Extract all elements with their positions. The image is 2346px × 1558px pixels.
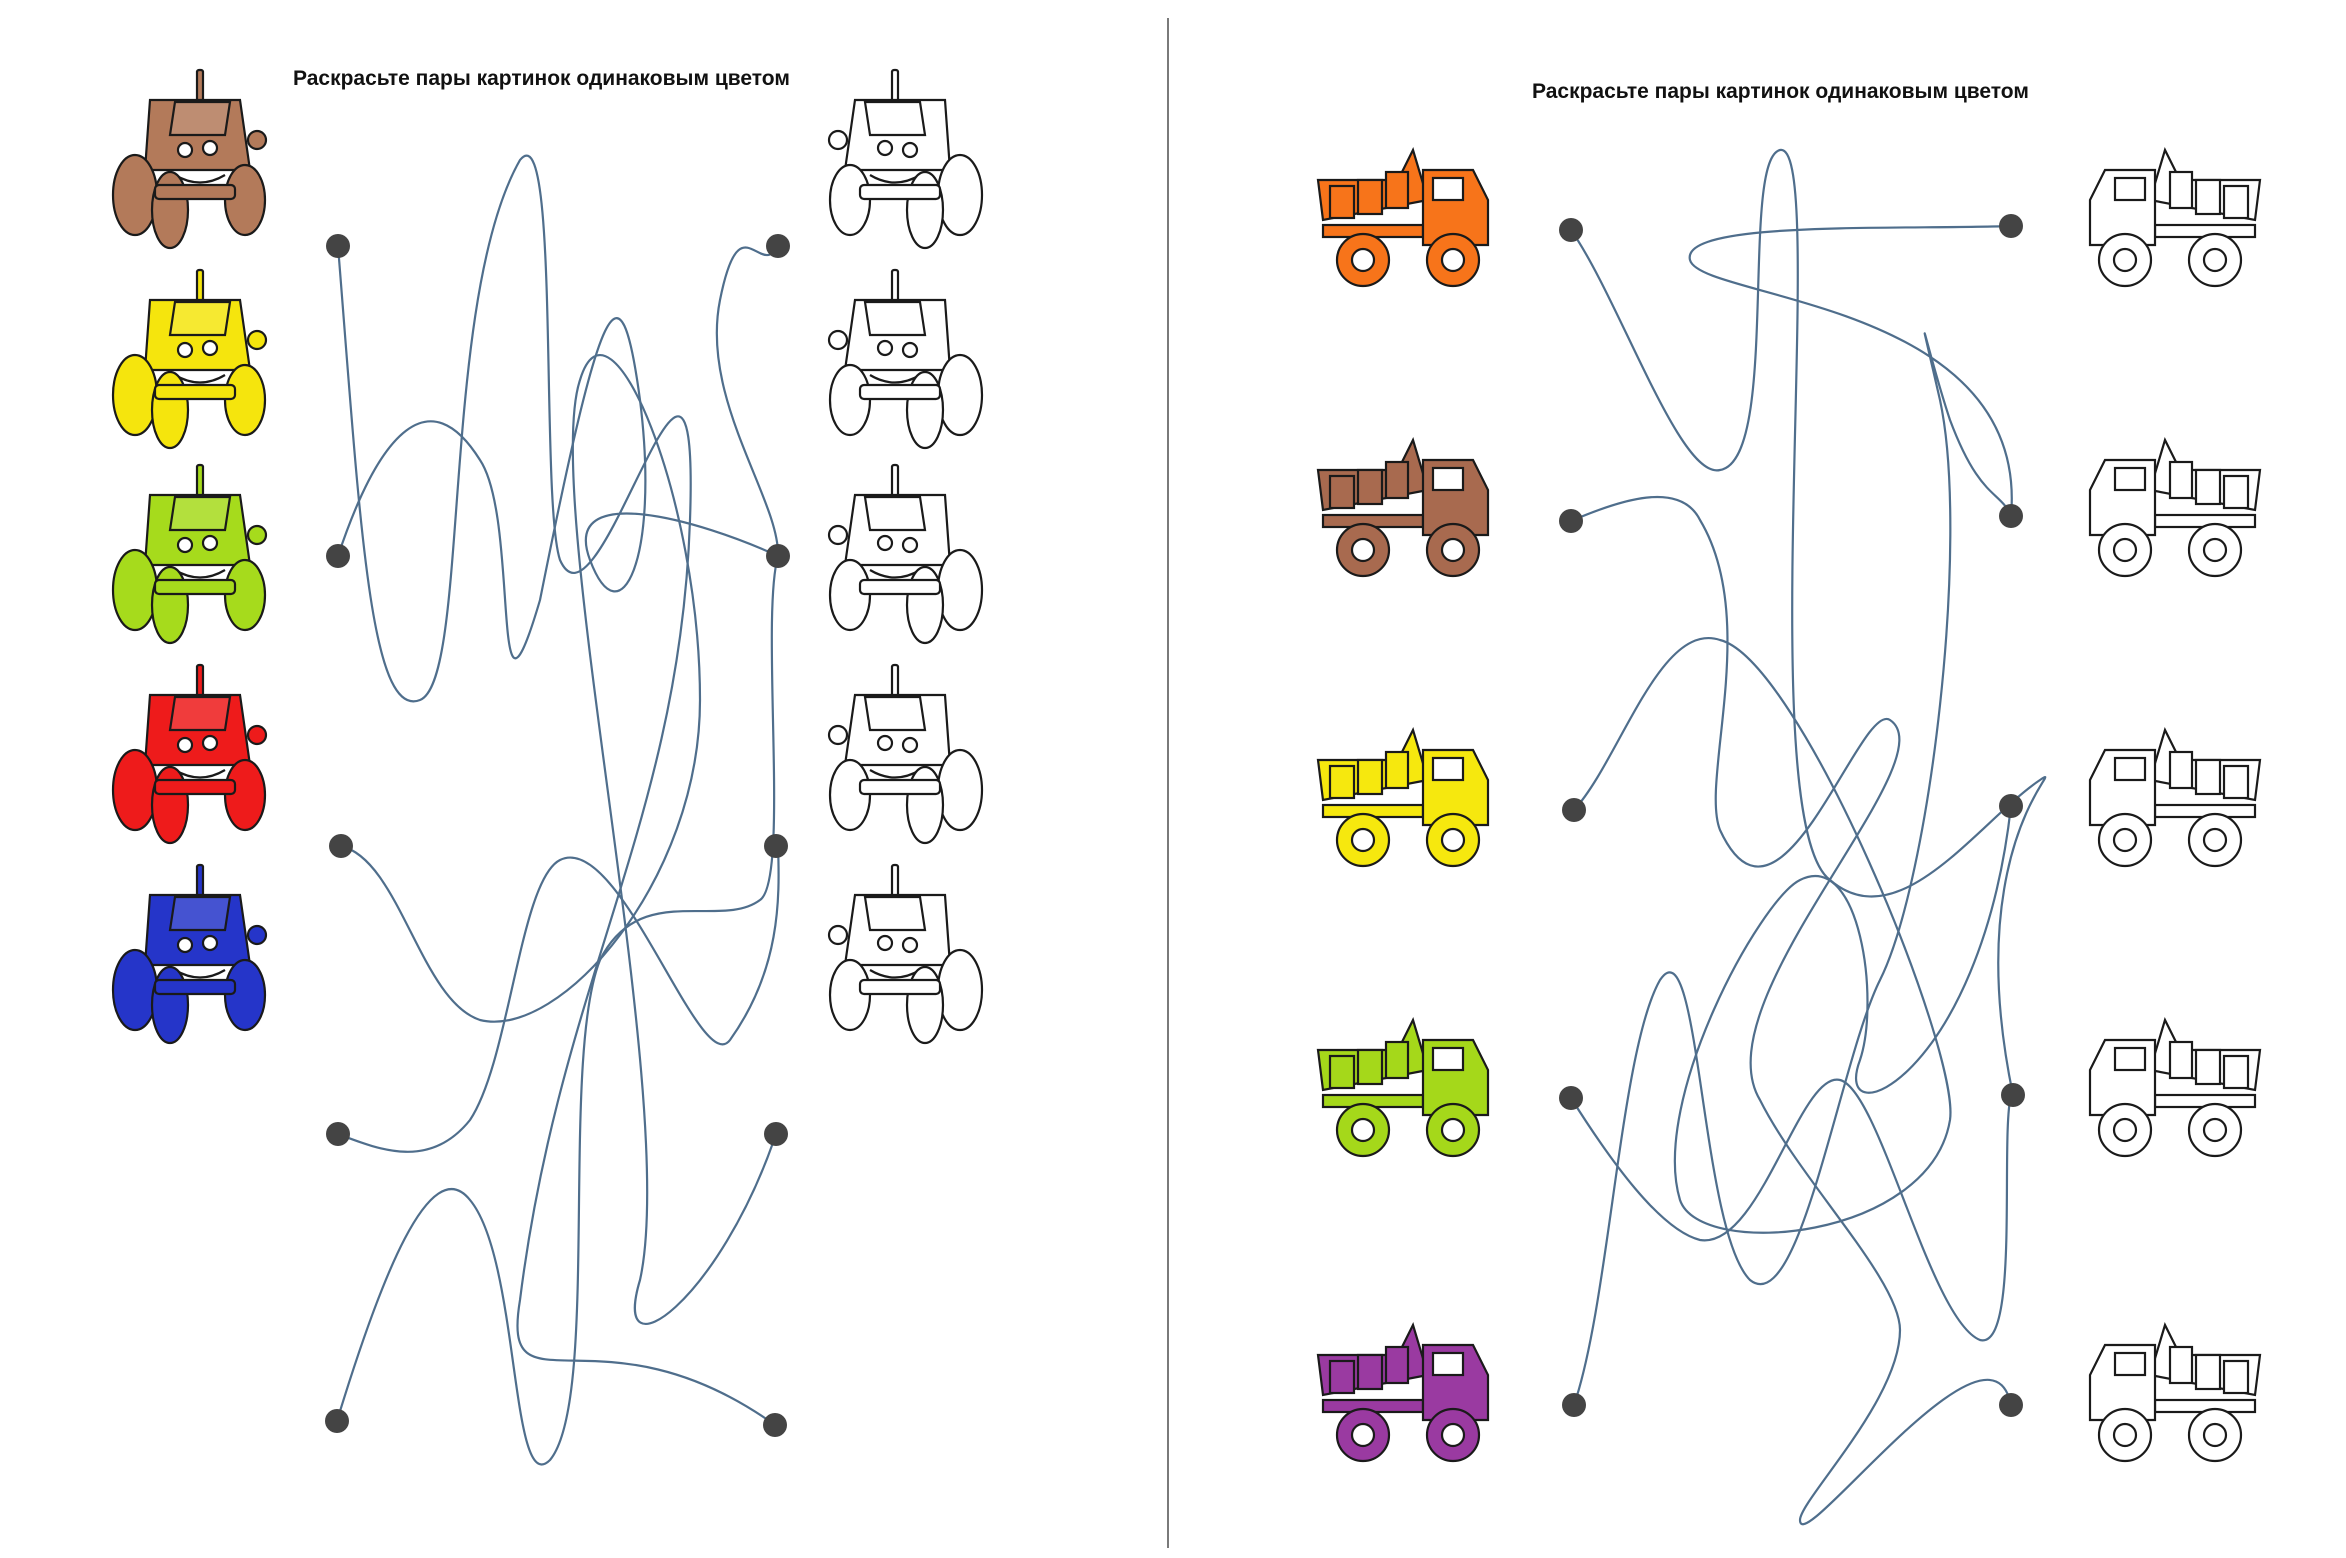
dump-truck-outline-2 <box>2088 438 2262 578</box>
tractor-outline-3 <box>827 463 984 645</box>
end-dot-right-5[interactable] <box>1999 1393 2023 1417</box>
tractor-colored-1 <box>111 68 268 250</box>
maze-path-5 <box>335 245 780 1466</box>
end-dot-left-4[interactable] <box>764 1122 788 1146</box>
start-dot-left-4[interactable] <box>326 1122 350 1146</box>
start-dot-left-2[interactable] <box>326 544 350 568</box>
maze-path-6 <box>1570 148 2047 1096</box>
end-dot-right-4[interactable] <box>2001 1083 2025 1107</box>
page-title-right: Раскрасьте пары картинок одинаковым цвет… <box>1532 80 2029 103</box>
start-dot-right-4[interactable] <box>1559 1086 1583 1110</box>
dump-truck-outline-5 <box>2088 1323 2262 1463</box>
dump-truck-colored-2 <box>1316 438 1490 578</box>
end-dot-right-2[interactable] <box>1999 504 2023 528</box>
maze-path-10 <box>1572 224 2013 1406</box>
start-dot-left-3[interactable] <box>329 834 353 858</box>
tractor-outline-4 <box>827 663 984 845</box>
end-dot-left-5[interactable] <box>763 1413 787 1437</box>
maze-path-9 <box>1570 1078 2013 1342</box>
maze-path-1 <box>336 154 776 1426</box>
dump-truck-colored-1 <box>1316 148 1490 288</box>
tractor-colored-4 <box>111 663 268 845</box>
start-dot-left-5[interactable] <box>325 1409 349 1433</box>
page-title-left: Раскрасьте пары картинок одинаковым цвет… <box>293 67 790 90</box>
tractor-outline-1 <box>827 68 984 250</box>
end-dot-left-2[interactable] <box>766 544 790 568</box>
dump-truck-outline-3 <box>2088 728 2262 868</box>
start-dot-right-1[interactable] <box>1559 218 1583 242</box>
end-dot-right-1[interactable] <box>1999 214 2023 238</box>
start-dot-left-1[interactable] <box>326 234 350 258</box>
dump-truck-outline-1 <box>2088 148 2262 288</box>
tractor-colored-5 <box>111 863 268 1045</box>
end-dot-left-3[interactable] <box>764 834 788 858</box>
end-dot-right-3[interactable] <box>1999 794 2023 818</box>
start-dot-right-2[interactable] <box>1559 509 1583 533</box>
maze-path-2 <box>336 317 779 660</box>
tractor-colored-2 <box>111 268 268 450</box>
start-dot-right-3[interactable] <box>1562 798 1586 822</box>
dump-truck-colored-5 <box>1316 1323 1490 1463</box>
tractor-colored-3 <box>111 463 268 645</box>
maze-path-8 <box>1573 636 2013 1234</box>
maze-path-3 <box>340 354 778 1325</box>
tractor-outline-5 <box>827 863 984 1045</box>
dump-truck-colored-4 <box>1316 1018 1490 1158</box>
start-dot-right-5[interactable] <box>1562 1393 1586 1417</box>
dump-truck-colored-3 <box>1316 728 1490 868</box>
tractor-outline-2 <box>827 268 984 450</box>
end-dot-left-1[interactable] <box>766 234 790 258</box>
maze-path-7 <box>1570 496 2013 1526</box>
dump-truck-outline-4 <box>2088 1018 2262 1158</box>
page-divider <box>1167 18 1169 1548</box>
maze-path-4 <box>337 845 780 1153</box>
